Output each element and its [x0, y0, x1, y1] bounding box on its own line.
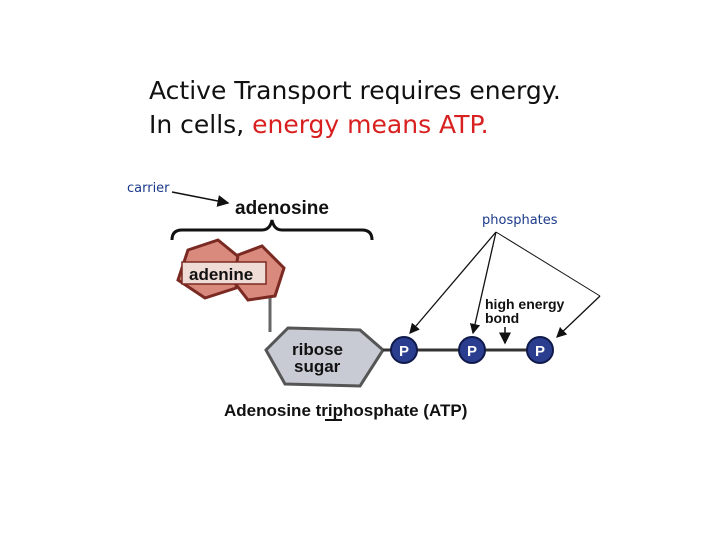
phosphates-label: phosphates: [482, 213, 558, 228]
ribose-label-line2: sugar: [294, 357, 341, 376]
phosphates-arrow-3: [495, 231, 601, 297]
carrier-arrow: [171, 191, 230, 207]
slide-title: Active Transport requires energy. In cel…: [149, 74, 561, 142]
phosphate-group-3: P: [526, 336, 554, 364]
phosphates-arrow-2: [469, 231, 497, 335]
title-highlight: energy means ATP.: [252, 110, 489, 139]
title-line-2: In cells, energy means ATP.: [149, 108, 561, 142]
phosphates-arrow-1: [409, 231, 497, 334]
adenine-ring: [176, 238, 286, 302]
title-line-1: Active Transport requires energy.: [149, 76, 561, 105]
adenosine-bracket: [170, 219, 374, 241]
adenine-label: adenine: [189, 265, 253, 284]
ribose-pentagon: [264, 326, 385, 388]
atp-caption: Adenosine triphosphate (ATP): [224, 401, 467, 420]
phosphate-label-3: P: [535, 343, 545, 360]
title-line-2-prefix: In cells,: [149, 110, 253, 139]
phosphate-group-1: P: [390, 336, 418, 364]
carrier-label: carrier: [127, 181, 170, 196]
phosphate-label-1: P: [399, 343, 409, 360]
high-energy-label-line1: high energy: [485, 296, 565, 312]
phosphates-arrow-3b: [556, 295, 601, 338]
phosphate-label-2: P: [467, 343, 477, 360]
adenosine-label: adenosine: [235, 198, 329, 219]
ribose-label-line1: ribose: [292, 340, 343, 359]
high-energy-label-line2: bond: [485, 310, 519, 326]
phosphate-group-2: P: [458, 336, 486, 364]
